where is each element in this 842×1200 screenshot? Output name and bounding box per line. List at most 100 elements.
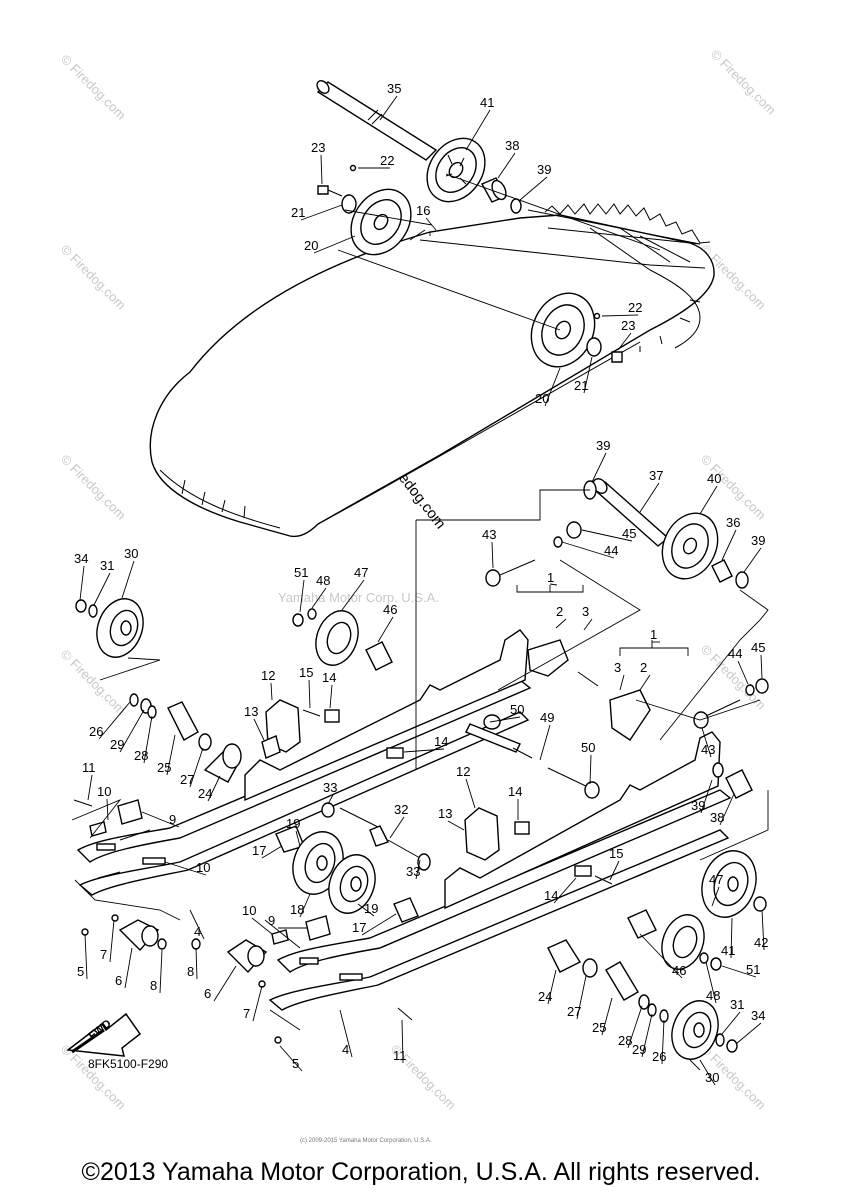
part-number-label: 38 <box>710 810 724 825</box>
leader-line <box>377 616 394 643</box>
part-number-label: 4 <box>342 1042 349 1057</box>
leader-line <box>141 811 180 828</box>
part-number-label: 24 <box>538 989 552 1004</box>
leader-line <box>261 845 283 859</box>
leader-line <box>711 886 720 907</box>
left-small-parts <box>73 608 419 952</box>
part-number-label: 5 <box>77 964 84 979</box>
leader-line <box>311 587 327 609</box>
fwd-arrow-icon: FWD <box>66 1012 142 1057</box>
part-number-label: 30 <box>705 1070 719 1085</box>
leader-line <box>617 332 632 351</box>
leader-line <box>164 861 207 876</box>
watermark-site: © Firedog.com <box>698 452 769 523</box>
part-number-label: 42 <box>754 935 768 950</box>
part-number-label: 51 <box>746 962 760 977</box>
right-small-parts <box>191 639 769 1060</box>
leader-line <box>389 816 405 839</box>
leader-line <box>98 701 131 740</box>
part-number-label: 41 <box>480 95 494 110</box>
part-number-label: 10 <box>97 784 111 799</box>
part-number-label: 34 <box>751 1008 765 1023</box>
part-number-label: 2 <box>640 660 647 675</box>
part-number-label: 20 <box>535 391 549 406</box>
leader-line <box>721 1011 741 1035</box>
leader-line <box>320 154 323 185</box>
leader-line <box>730 917 733 959</box>
leader-line <box>270 682 273 701</box>
callout-brackets <box>516 585 689 656</box>
part-number-label: 1 <box>650 627 657 642</box>
part-number-label: 15 <box>609 846 623 861</box>
leader-line <box>279 1045 303 1072</box>
part-number-label: 44 <box>728 646 742 661</box>
part-number-label: 26 <box>652 1049 666 1064</box>
part-number-label: 30 <box>124 546 138 561</box>
reference-lines <box>71 173 769 1071</box>
leader-line <box>253 718 265 741</box>
small-print: (c) 2009-2015 Yamaha Motor Corporation, … <box>300 1138 432 1144</box>
leader-line <box>213 965 237 1002</box>
part-number-label: 44 <box>604 543 618 558</box>
leader-line <box>339 1009 353 1058</box>
leader-line <box>609 860 620 881</box>
leader-line <box>295 830 301 847</box>
part-number-label: 49 <box>540 710 554 725</box>
leader-line <box>699 1059 716 1086</box>
leader-line <box>761 909 765 951</box>
drawing-code: 8FK5100-F290 <box>88 1057 168 1071</box>
leader-line <box>581 529 633 542</box>
leader-line <box>341 579 365 611</box>
part-number-label: 41 <box>721 943 735 958</box>
leader-line <box>308 679 311 709</box>
leader-line <box>79 565 85 601</box>
part-number-label: 9 <box>268 913 275 928</box>
leader-line <box>447 820 465 831</box>
part-number-label: 40 <box>707 471 721 486</box>
leader-line <box>721 529 737 561</box>
leader-line <box>329 684 333 709</box>
leader-line <box>601 314 639 317</box>
leader-line <box>601 997 613 1036</box>
part-number-label: 22 <box>380 153 394 168</box>
cross-shafts <box>321 714 600 871</box>
leader-line <box>760 654 763 679</box>
leader-line <box>661 1019 665 1065</box>
leader-line <box>159 949 163 994</box>
part-number-label: 47 <box>354 565 368 580</box>
leader-line <box>589 754 592 785</box>
part-number-label: 17 <box>252 843 266 858</box>
part-number-label: 21 <box>291 205 305 220</box>
part-number-label: 11 <box>393 1048 407 1063</box>
leader-line <box>576 975 587 1020</box>
leader-line <box>189 747 204 788</box>
part-number-label: 26 <box>89 724 103 739</box>
leader-line <box>109 919 115 963</box>
leader-line <box>465 778 476 809</box>
part-number-label: 23 <box>621 318 635 333</box>
part-number-label: 43 <box>482 527 496 542</box>
part-number-label: 43 <box>701 742 715 757</box>
leader-line <box>549 583 558 586</box>
part-number-label: 27 <box>180 772 194 787</box>
part-number-label: 46 <box>383 602 397 617</box>
part-number-label: 17 <box>352 920 366 935</box>
leader-line <box>519 176 548 201</box>
leader-line <box>195 947 198 980</box>
rear-left-wheel-group <box>75 598 144 658</box>
part-number-label: 22 <box>628 300 642 315</box>
leader-line <box>721 965 757 978</box>
part-number-label: 45 <box>751 640 765 655</box>
leader-line <box>124 947 133 989</box>
leader-line <box>119 709 145 753</box>
part-number-label: 6 <box>115 973 122 988</box>
part-number-label: 47 <box>709 872 723 887</box>
part-number-label: 12 <box>261 668 275 683</box>
part-number-label: 28 <box>618 1033 632 1048</box>
leader-line <box>143 715 153 764</box>
leader-line <box>700 779 713 814</box>
leader-line <box>84 933 88 980</box>
leader-line <box>619 674 625 691</box>
